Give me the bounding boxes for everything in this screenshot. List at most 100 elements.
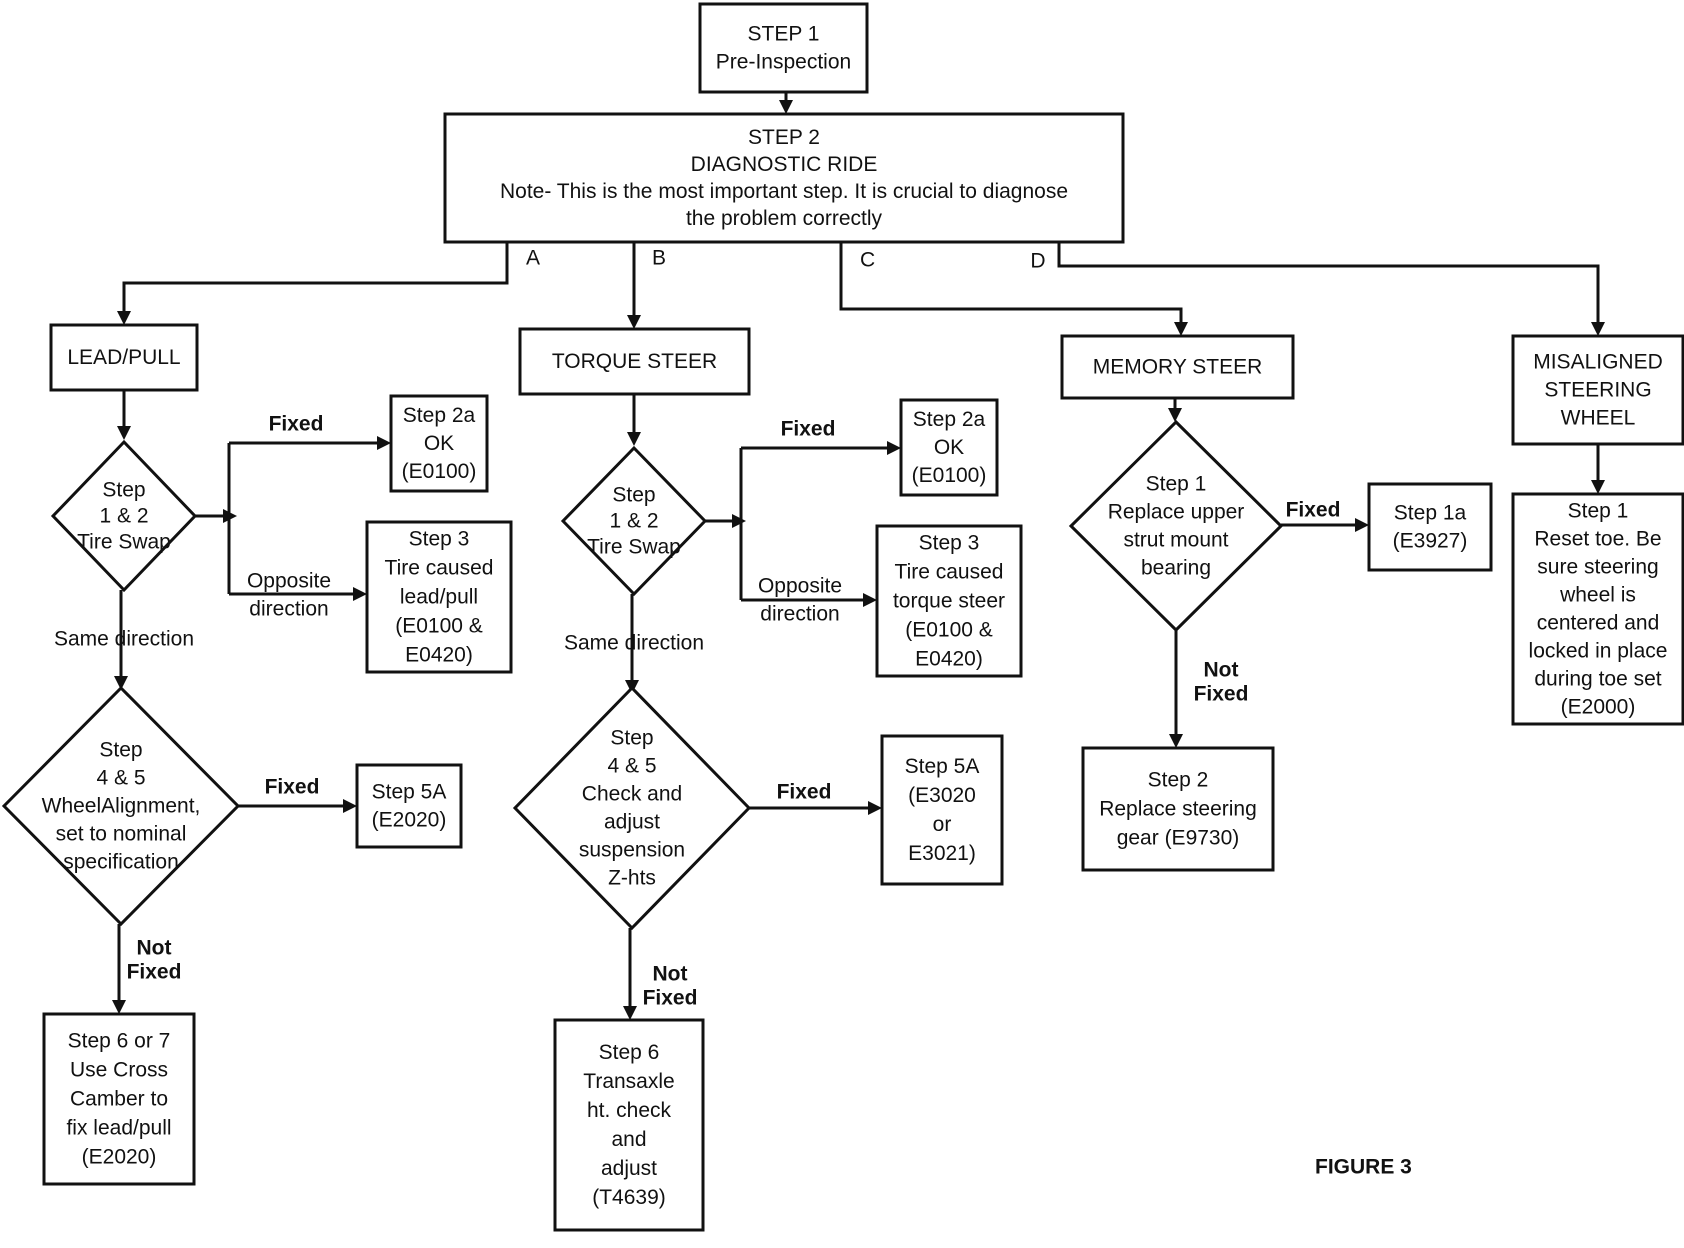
label-a-opposite-line-2: direction [249, 598, 328, 621]
lead-pull-step-5a-box: Step 5A (E2020) [355, 763, 463, 849]
torque-steer-step-6-box-line-1: Step 6 [599, 1041, 660, 1064]
lead-pull-step-6-7-box-line-2: Use Cross [70, 1059, 168, 1082]
step-2-diagnostic-ride-box-line-2: DIAGNOSTIC RIDE [691, 153, 878, 176]
label-b-notfixed-line-2: Fixed [643, 987, 698, 1010]
misaligned-step-1-box-line-8: (E2000) [1561, 696, 1636, 719]
lead-pull-step-6-7-box-line-5: (E2020) [82, 1146, 157, 1169]
misaligned-steering-wheel-box-frame [1511, 334, 1684, 446]
memory-steer-step-1a-box: Step 1a(E3927) [1367, 482, 1493, 572]
memory-steer-step-1a-box-frame [1367, 482, 1493, 572]
step-1-pre-inspection-box-line-2: Pre-Inspection [716, 51, 851, 74]
lead-pull-step-5a-box-line-1: Step 5A [372, 781, 447, 804]
lead-pull-step-2a-box-line-3: (E0100) [402, 460, 477, 483]
lead-pull-step-3-box-line-3: lead/pull [400, 586, 478, 609]
label-b-notfixed-line-1: Not [653, 963, 688, 986]
misaligned-steering-wheel-box-line-3: WHEEL [1561, 407, 1636, 430]
label-a-notfixed-line-1: Not [137, 937, 172, 960]
lead-pull-step-6-7-box-line-4: fix lead/pull [66, 1117, 171, 1140]
lead-pull-step-3-box-frame [365, 520, 513, 674]
label-c-notfixed-line-2: Fixed [1194, 683, 1249, 706]
lead-pull-tire-swap-decision-line-2: 1 & 2 [99, 505, 148, 528]
torque-steer-step-5a-box-line-3: or [933, 813, 952, 836]
lead-pull-step-3-box-line-5: E0420) [405, 644, 473, 667]
misaligned-step-1-box-line-5: centered and [1537, 612, 1660, 635]
misaligned-step-1-box-line-1: Step 1 [1568, 500, 1629, 523]
label-branch-a: A [526, 247, 540, 270]
misaligned-step-1-box-line-4: wheel is [1559, 584, 1636, 607]
torque-steer-step-6-box-line-3: ht. check [587, 1099, 672, 1122]
torque-steer-suspension-decision-line-3: Check and [582, 783, 682, 806]
memory-steer-box-line-1: MEMORY STEER [1093, 356, 1263, 379]
label-b-fixed1: Fixed [781, 418, 836, 441]
lead-pull-box: LEAD/PULL [49, 323, 199, 392]
torque-steer-step-3-box-line-1: Step 3 [919, 532, 980, 555]
lead-pull-box-line-1: LEAD/PULL [67, 346, 180, 369]
label-b-same: Same direction [564, 632, 704, 655]
memory-steer-step-2-box-line-3: gear (E9730) [1117, 827, 1240, 850]
label-b-fixed2: Fixed [777, 781, 832, 804]
torque-steer-step-5a-box-line-1: Step 5A [905, 755, 980, 778]
torque-steer-step-6-box-line-5: adjust [601, 1157, 657, 1180]
label-branch-b: B [652, 247, 666, 270]
label-b-opposite-line-1: Opposite [758, 575, 842, 598]
label-c-notfixed-line-1: Not [1204, 659, 1239, 682]
lead-pull-step-2a-box-line-1: Step 2a [403, 404, 476, 427]
lead-pull-step-6-7-box-frame [42, 1012, 196, 1186]
torque-steer-step-2a-box-frame [899, 398, 999, 497]
step-2-diagnostic-ride-box-frame [443, 112, 1125, 244]
torque-steer-step-5a-box-line-4: E3021) [908, 842, 976, 865]
lead-pull-step-3-box-line-1: Step 3 [409, 528, 470, 551]
label-branch-c: C [860, 249, 875, 272]
torque-steer-tire-swap-decision-line-3: Tire Swap [587, 536, 681, 559]
torque-steer-suspension-decision-line-5: suspension [579, 839, 685, 862]
figure-label: FIGURE 3 [1315, 1156, 1412, 1179]
torque-steer-step-6-box-line-4: and [611, 1128, 646, 1151]
memory-steer-box: MEMORY STEER [1060, 334, 1295, 400]
torque-steer-suspension-decision-shape [512, 685, 752, 931]
memory-steer-box-frame [1060, 334, 1295, 400]
step-2-diagnostic-ride-box-line-4: the problem correctly [686, 207, 883, 230]
label-a-fixed1: Fixed [269, 413, 324, 436]
lead-pull-step-2a-box-frame [389, 394, 489, 493]
lead-pull-wheel-alignment-decision-line-4: set to nominal [56, 823, 187, 846]
arrowheads [112, 100, 1605, 1020]
torque-steer-step-6-box-line-6: (T4639) [592, 1186, 666, 1209]
torque-steer-step-3-box-line-3: torque steer [893, 590, 1005, 613]
lead-pull-tire-swap-decision-shape [50, 439, 198, 593]
lead-pull-tire-swap-decision-line-3: Tire Swap [77, 531, 171, 554]
misaligned-steering-wheel-box-line-1: MISALIGNED [1533, 351, 1663, 374]
lead-pull-wheel-alignment-decision-line-1: Step [99, 739, 142, 762]
lead-pull-tire-swap-decision-line-1: Step [102, 479, 145, 502]
lead-pull-step-5a-box-line-2: (E2020) [372, 809, 447, 832]
misaligned-step-1-box-line-6: locked in place [1529, 640, 1668, 663]
torque-steer-suspension-decision-line-4: adjust [604, 811, 660, 834]
torque-steer-tire-swap-decision-line-2: 1 & 2 [609, 510, 658, 533]
torque-steer-box: TORQUE STEER [518, 327, 751, 396]
label-b-opposite-line-2: direction [760, 603, 839, 626]
lead-pull-wheel-alignment-decision-line-5: specification [63, 851, 179, 874]
label-a-fixed2: Fixed [265, 776, 320, 799]
memory-steer-step-2-box-frame [1081, 746, 1275, 872]
lead-pull-wheel-alignment-decision-line-3: WheelAlignment, [42, 795, 201, 818]
torque-steer-step-5a-box-line-2: (E3020 [908, 784, 976, 807]
torque-steer-step-3-box-frame [875, 524, 1023, 678]
torque-steer-step-2a-box-line-3: (E0100) [912, 464, 987, 487]
torque-steer-suspension-decision-line-1: Step [610, 727, 653, 750]
step-2-diagnostic-ride-box-line-1: STEP 2 [748, 126, 820, 149]
torque-steer-box-line-1: TORQUE STEER [552, 350, 717, 373]
torque-steer-step-6-box-frame [553, 1018, 705, 1232]
memory-steer-strut-mount-decision-line-1: Step 1 [1146, 473, 1207, 496]
memory-steer-strut-mount-decision-shape [1068, 419, 1284, 633]
